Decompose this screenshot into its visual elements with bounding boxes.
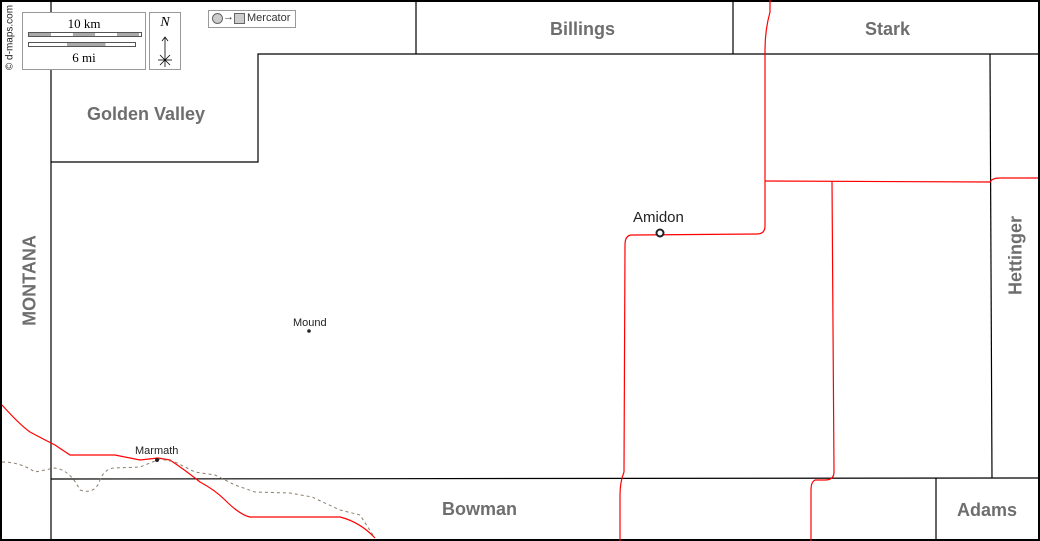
county-golden-valley: Golden Valley — [87, 104, 206, 124]
town-marmath: Marmath — [135, 445, 179, 457]
town-amidon: Amidon — [633, 209, 684, 226]
circle-icon — [212, 13, 223, 24]
arrow-icon: → — [223, 11, 234, 23]
county-billings: Billings — [550, 19, 616, 39]
north-label: N — [160, 15, 170, 30]
mound-marker — [307, 329, 311, 333]
river — [1, 458, 374, 536]
county-stark: Stark — [865, 19, 911, 39]
scale-mi-bar — [28, 42, 136, 47]
road-highway — [619, 0, 771, 541]
county-bowman: Bowman — [442, 499, 518, 519]
scale-km-label: 10 km — [67, 16, 101, 31]
scale-mi-label: 6 mi — [72, 50, 96, 65]
town-mound: Mound — [293, 317, 327, 329]
hettinger-border — [989, 53, 993, 479]
road-east — [764, 177, 1038, 183]
bowman-border — [50, 477, 1039, 480]
scale-bar: 10 km 6 mi — [22, 12, 146, 70]
state-montana: MONTANA — [19, 235, 40, 326]
road-south — [810, 180, 835, 541]
projection-legend: → Mercator — [208, 10, 296, 28]
road-marmath — [1, 404, 376, 539]
north-arrow: N — [149, 12, 181, 70]
scale-km-bar — [28, 32, 142, 37]
golden-valley-border — [51, 53, 1038, 163]
copyright: © d-maps.com — [4, 4, 16, 71]
square-icon — [234, 13, 245, 24]
compass-icon — [158, 36, 172, 67]
projection-label: Mercator — [247, 12, 291, 24]
amidon-marker — [655, 228, 665, 238]
county-adams: Adams — [957, 500, 1018, 520]
marmath-marker — [155, 458, 159, 462]
county-borders — [50, 0, 1039, 541]
county-hettinger: Hettinger — [1005, 216, 1026, 296]
